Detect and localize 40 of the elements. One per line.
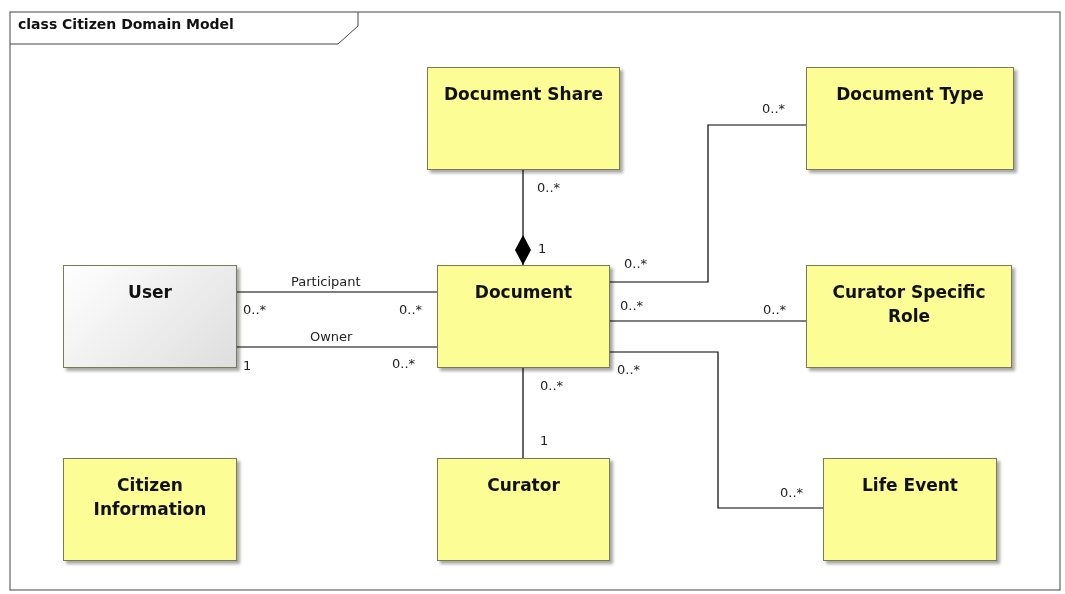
association-line (236, 291, 438, 293)
composition-line (515, 169, 531, 266)
multiplicity-label: 0..* (399, 302, 423, 317)
multiplicity-label: 0..* (537, 180, 561, 195)
association-line (609, 124, 807, 283)
multiplicity-label: 0..* (617, 362, 641, 377)
multiplicity-label: 0..* (762, 101, 786, 116)
association-line (522, 367, 524, 459)
class-box (806, 265, 1012, 368)
class-name: Curator Specific Role (831, 281, 987, 328)
edge-label: Participant (289, 274, 363, 289)
multiplicity-label: 0..* (763, 302, 787, 317)
association-line (609, 351, 824, 509)
multiplicity-label: 0..* (392, 356, 416, 371)
class-name: Life Event (861, 474, 959, 497)
multiplicity-label: 0..* (540, 378, 564, 393)
multiplicity-label: 1 (538, 241, 547, 256)
class-box (437, 265, 610, 368)
class-box (427, 67, 620, 170)
class-box (823, 458, 997, 561)
multiplicity-label: 0..* (620, 298, 644, 313)
class-name: Document (473, 281, 574, 304)
association-line (236, 346, 438, 348)
class-box (63, 265, 237, 368)
class-name: User (127, 281, 173, 304)
class-name: Document Share (442, 83, 605, 106)
class-box (806, 67, 1014, 170)
class-box (437, 458, 610, 561)
multiplicity-label: 1 (540, 433, 549, 448)
multiplicity-label: 0..* (243, 302, 267, 317)
class-name: Document Type (835, 83, 985, 106)
multiplicity-label: 0..* (624, 256, 648, 271)
class-name: Curator (486, 474, 561, 497)
association-line (609, 320, 807, 322)
diagram-title: class Citizen Domain Model (18, 16, 234, 32)
multiplicity-label: 0..* (780, 485, 804, 500)
multiplicity-label: 1 (243, 358, 252, 373)
class-name: Citizen Information (92, 474, 208, 521)
edge-label: Owner (308, 329, 355, 344)
class-box (63, 458, 237, 561)
